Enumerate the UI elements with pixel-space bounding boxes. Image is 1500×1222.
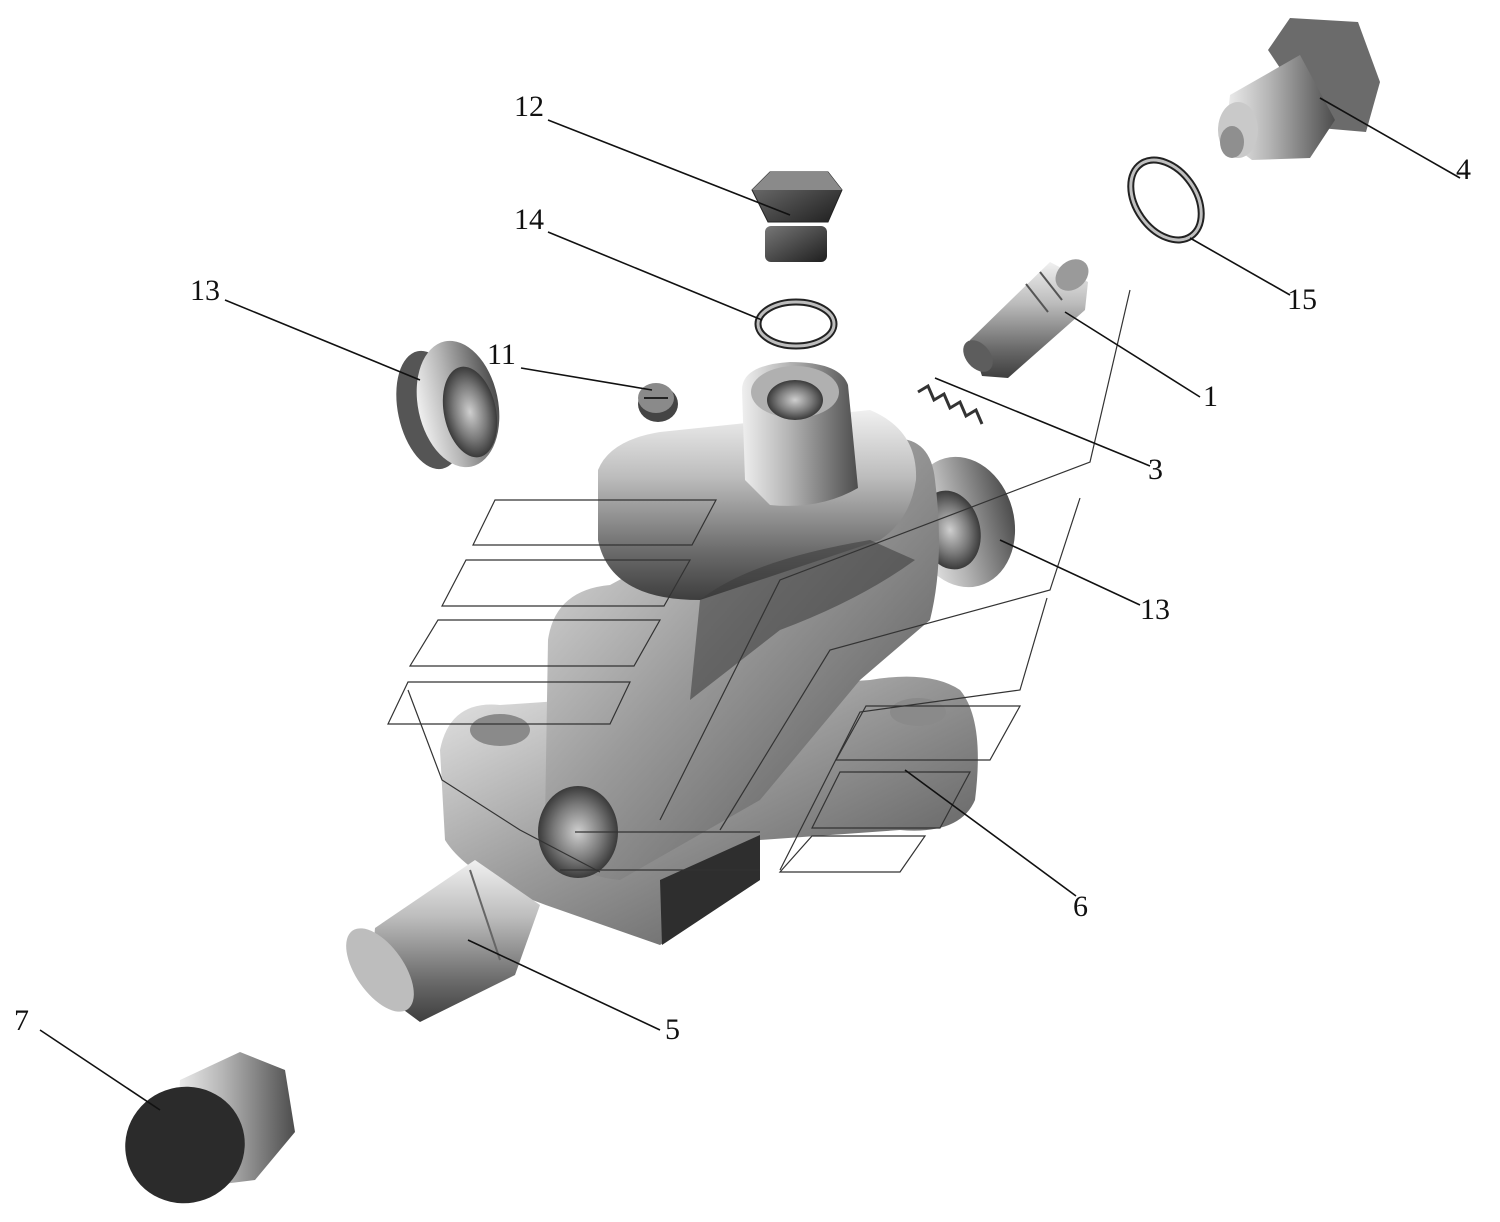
callout-14: 14 xyxy=(514,203,544,236)
part-3-spring xyxy=(917,383,984,425)
part-15-o-ring xyxy=(1127,156,1205,244)
callout-12: 12 xyxy=(514,90,544,123)
part-11-set-screw xyxy=(638,383,678,422)
part-7-cap xyxy=(125,1052,295,1204)
part-13-bushing-left xyxy=(396,340,500,470)
leader-lines xyxy=(39,97,1461,1111)
part-5-shaft xyxy=(346,860,540,1022)
callout-1: 1 xyxy=(1203,380,1218,413)
callout-4: 4 xyxy=(1456,153,1471,186)
callout-6: 6 xyxy=(1073,890,1088,923)
part-6-housing xyxy=(440,362,978,945)
callout-7: 7 xyxy=(14,1004,29,1037)
part-12-hex-plug xyxy=(751,171,843,262)
part-1-valve-plunger xyxy=(963,259,1089,378)
construction-lines xyxy=(387,289,1131,873)
callout-5: 5 xyxy=(665,1013,680,1046)
part-14-o-ring xyxy=(754,298,838,350)
callout-11: 11 xyxy=(487,338,516,371)
callout-15: 15 xyxy=(1287,283,1317,316)
callout-13-right: 13 xyxy=(1140,593,1170,626)
part-4-threaded-plug xyxy=(1218,18,1380,160)
callout-13-left: 13 xyxy=(190,274,220,307)
callout-3: 3 xyxy=(1148,453,1163,486)
